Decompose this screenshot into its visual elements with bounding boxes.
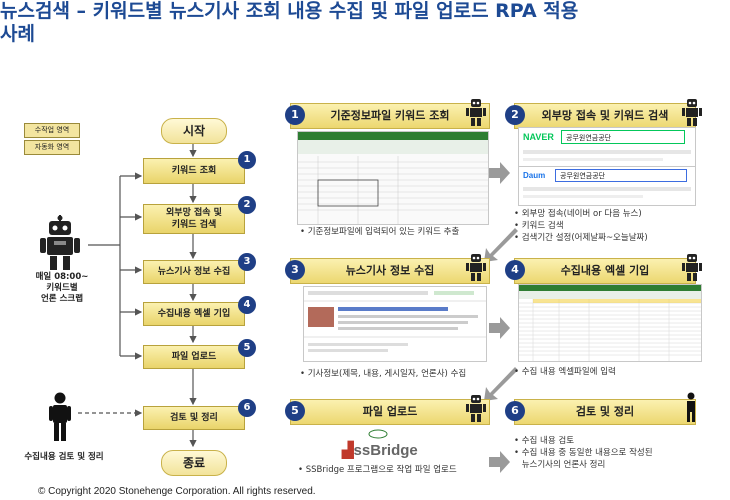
person-icon — [49, 392, 71, 441]
robot-icon — [466, 254, 486, 281]
panel-3-num: 3 — [285, 260, 305, 280]
flow-step-num-4: 4 — [238, 296, 256, 314]
panel-3-header: 뉴스기사 정보 수집 — [290, 258, 490, 284]
naver-screenshot: NAVER 공무원연금공단 — [518, 127, 696, 173]
page-title-line2: 사례 — [0, 23, 35, 45]
robot-icon — [466, 99, 486, 126]
flow-step-review: 검토 및 정리 — [143, 406, 245, 430]
legend-auto: 자동화 영역 — [24, 140, 80, 155]
copyright: © Copyright 2020 Stonehenge Corporation.… — [38, 486, 316, 497]
flow-step-external: 외부망 접속 및 키워드 검색 — [143, 204, 245, 234]
daum-screenshot: Daum 공무원연금공단 — [518, 166, 696, 206]
flow-step-news: 뉴스기사 정보 수집 — [143, 260, 245, 284]
panel-5-header: 파일 업로드 — [290, 399, 490, 425]
page-title-line1: 뉴스검색 – 키워드별 뉴스기사 조회 내용 수집 및 파일 업로드 RPA 적… — [0, 0, 579, 22]
panel-6-note-1: • 수집 내용 검토 — [514, 436, 575, 446]
panel-6-notes: • 수집 내용 검토 • 수집 내용 중 동일한 내용으로 작성된 뉴스기사의 … — [514, 435, 714, 471]
flow-step-num-1: 1 — [238, 151, 256, 169]
robot-icon — [682, 254, 702, 281]
panel-3-note-1: • 기사정보(제목, 내용, 게시일자, 언론사) 수집 — [300, 369, 467, 379]
panel-2-note-2: • 키워드 검색 — [514, 221, 564, 231]
panel-4-note-1: • 수집 내용 엑셀파일에 입력 — [514, 367, 616, 377]
panel-5-note-1: • SSBridge 프로그램으로 작업 파일 업로드 — [298, 465, 457, 475]
panel-4-header: 수집내용 엑셀 기입 — [514, 258, 696, 284]
panel-6-header: 검토 및 정리 — [514, 399, 696, 425]
panel-4-num: 4 — [505, 260, 525, 280]
person-icon — [687, 392, 695, 422]
naver-tabs — [523, 150, 691, 154]
panel-6-num: 6 — [505, 401, 525, 421]
flow-end: 종료 — [161, 450, 227, 476]
flow-start: 시작 — [161, 118, 227, 144]
excel-screenshot — [297, 131, 489, 225]
naver-results — [523, 158, 663, 161]
ssbridge-badge-icon — [368, 429, 388, 439]
flow-step-num-5: 5 — [238, 339, 256, 357]
panel-2-header: 외부망 접속 및 키워드 검색 — [514, 103, 696, 129]
panel-1-header: 기준정보파일 키워드 조회 — [290, 103, 490, 129]
daum-tabs — [523, 187, 691, 191]
news-screenshot — [303, 286, 487, 362]
robot-icon — [466, 395, 486, 422]
excel-result-screenshot — [518, 284, 702, 362]
person-caption: 수집내용 검토 및 정리 — [24, 452, 104, 462]
naver-search-input[interactable]: 공무원연금공단 — [561, 130, 685, 144]
panel-5-num: 5 — [285, 401, 305, 421]
ssbridge-logo: ▟ssBridge — [342, 442, 418, 459]
page-title: 뉴스검색 – 키워드별 뉴스기사 조회 내용 수집 및 파일 업로드 RPA 적… — [0, 0, 716, 46]
legend-manual: 수작업 영역 — [24, 123, 80, 138]
robot-icon — [682, 99, 702, 126]
panel-1-num: 1 — [285, 105, 305, 125]
robot-caption: 매일 08:00~ 키워드별 언론 스크랩 — [35, 272, 89, 304]
naver-logo: NAVER — [523, 132, 554, 142]
panel-2-note-1: • 외부망 접속(네이버 or 다음 뉴스) — [514, 209, 642, 219]
flow-step-excel: 수집내용 엑셀 기입 — [143, 302, 245, 326]
flow-step-num-6: 6 — [238, 399, 256, 417]
flow-step-num-3: 3 — [238, 253, 256, 271]
panel-2-num: 2 — [505, 105, 525, 125]
daum-results — [523, 195, 643, 198]
flow-step-keyword: 키워드 조회 — [143, 158, 245, 184]
daum-search-input[interactable]: 공무원연금공단 — [555, 169, 687, 182]
flow-step-num-2: 2 — [238, 196, 256, 214]
panel-6-note-2: • 수집 내용 중 동일한 내용으로 작성된 뉴스기사의 언론사 정리 — [514, 448, 653, 470]
panel-2-notes: • 외부망 접속(네이버 or 다음 뉴스) • 키워드 검색 • 검색기간 설… — [514, 208, 714, 244]
panel-2-note-3: • 검색기간 설정(어제날짜~오늘날짜) — [514, 233, 648, 243]
robot-icon — [40, 215, 80, 270]
daum-logo: Daum — [523, 171, 546, 180]
panel-1-note-1: • 기준정보파일에 입력되어 있는 키워드 추출 — [300, 227, 460, 237]
flow-step-upload: 파일 업로드 — [143, 345, 245, 369]
